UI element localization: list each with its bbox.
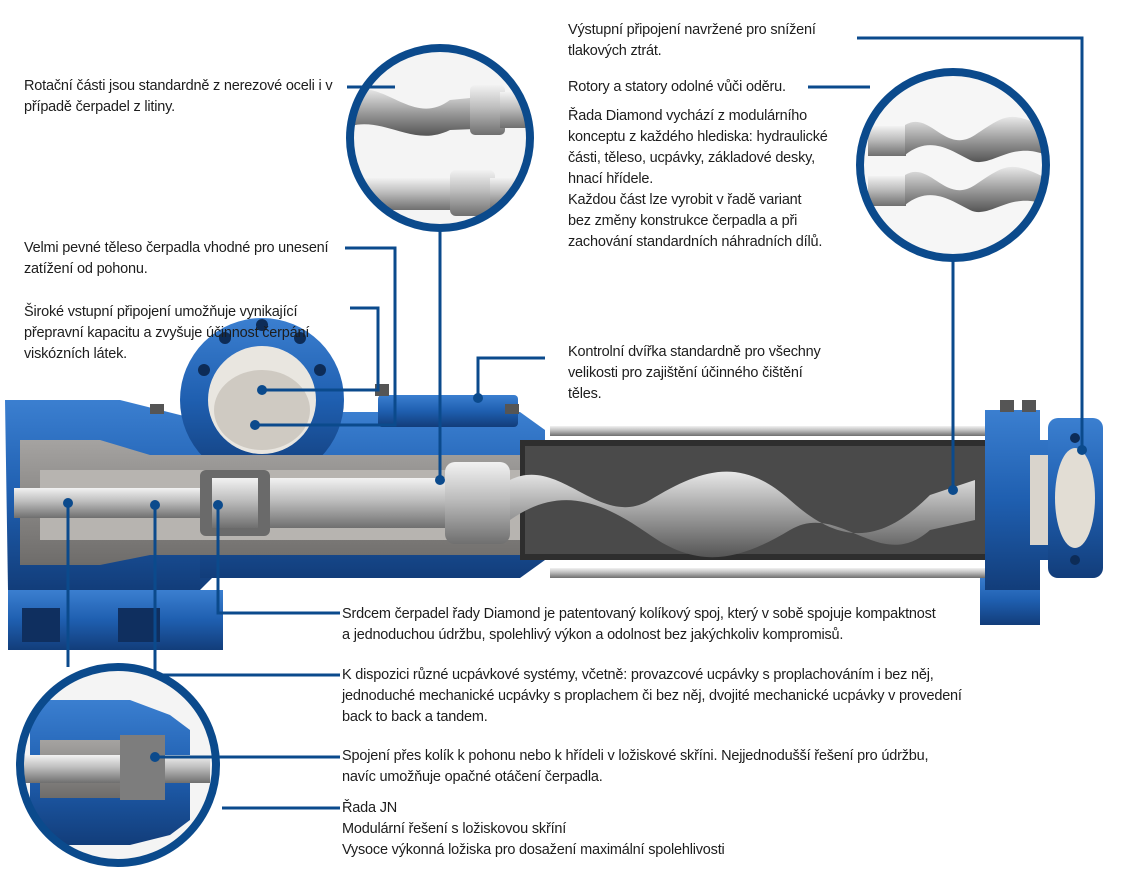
detail-circle-rotors bbox=[856, 68, 1050, 262]
pump-body bbox=[5, 318, 1103, 650]
callout-line: Řada JN bbox=[342, 800, 398, 816]
callout-wide-inlet: Široké vstupní připojení umožňuje vynika… bbox=[24, 302, 309, 365]
callout-line: těles. bbox=[568, 386, 602, 402]
callout-line: Srdcem čerpadel řady Diamond je patentov… bbox=[342, 606, 936, 622]
callout-line: případě čerpadel z litiny. bbox=[24, 99, 175, 115]
callout-line: Řada Diamond vychází z modulárního bbox=[568, 108, 808, 124]
callout-line: K dispozici různé ucpávkové systémy, vče… bbox=[342, 667, 934, 683]
callout-pump-body: Velmi pevné těleso čerpadla vhodné pro u… bbox=[24, 238, 329, 280]
callout-line: velikosti pro zajištění účinného čištění bbox=[568, 365, 803, 381]
callout-line: bez změny konstrukce čerpadla a při bbox=[568, 213, 798, 229]
callout-seal-systems: K dispozici různé ucpávkové systémy, vče… bbox=[342, 665, 962, 728]
callout-line: Každou část lze vyrobit v řadě variant bbox=[568, 192, 802, 208]
drive-shaft bbox=[14, 488, 214, 518]
leader-lines bbox=[66, 36, 1084, 810]
callout-outlet: Výstupní připojení navržené pro snížení … bbox=[568, 20, 816, 62]
callout-line: Velmi pevné těleso čerpadla vhodné pro u… bbox=[24, 240, 329, 256]
rotor bbox=[510, 471, 975, 558]
detail-circle-rotating-parts bbox=[346, 44, 534, 232]
callout-line: zachování standardních náhradních dílů. bbox=[568, 234, 823, 250]
callout-line: Modulární řešení s ložiskovou skříní bbox=[342, 821, 567, 837]
callout-line: Rotory a statory odolné vůči oděru. bbox=[568, 79, 786, 95]
callout-line: Spojení přes kolík k pohonu nebo k hříde… bbox=[342, 748, 929, 764]
callout-diamond-modular: Řada Diamond vychází z modulárního konce… bbox=[568, 106, 828, 253]
callout-line: Široké vstupní připojení umožňuje vynika… bbox=[24, 304, 298, 320]
callout-line: tlakových ztrát. bbox=[568, 43, 662, 59]
callout-line: a jednoduchou údržbu, spolehlivý výkon a… bbox=[342, 627, 844, 643]
callout-drive-connection: Spojení přes kolík k pohonu nebo k hříde… bbox=[342, 746, 929, 788]
callout-line: navíc umožňuje opačné otáčení čerpadla. bbox=[342, 769, 603, 785]
callout-rotating-parts: Rotační části jsou standardně z nerezové… bbox=[24, 76, 333, 118]
rotor-coupling bbox=[445, 462, 510, 544]
callout-line: Vysoce výkonná ložiska pro dosažení maxi… bbox=[342, 842, 725, 858]
callout-line: hnací hřídele. bbox=[568, 171, 654, 187]
callout-line: konceptu z každého hlediska: hydraulické bbox=[568, 129, 828, 145]
callout-line: jednoduché mechanické ucpávky s proplach… bbox=[342, 688, 962, 704]
callout-line: viskózních látek. bbox=[24, 346, 127, 362]
callout-rotors-stators: Rotory a statory odolné vůči oděru. bbox=[568, 77, 786, 98]
connecting-rod bbox=[260, 478, 450, 528]
callout-line: back to back a tandem. bbox=[342, 709, 488, 725]
callout-pin-joint: Srdcem čerpadel řady Diamond je patentov… bbox=[342, 604, 936, 646]
callout-line: Rotační části jsou standardně z nerezové… bbox=[24, 78, 333, 94]
callout-line: Kontrolní dvířka standardně pro všechny bbox=[568, 344, 821, 360]
callout-line: části, těleso, ucpávky, základové desky, bbox=[568, 150, 815, 166]
callout-line: zatížení od pohonu. bbox=[24, 261, 148, 277]
callout-line: přepravní kapacitu a zvyšuje účinnost če… bbox=[24, 325, 310, 341]
detail-circle-bearing bbox=[16, 663, 220, 867]
callout-jn-series: Řada JN Modulární řešení s ložiskovou sk… bbox=[342, 798, 725, 861]
callout-line: Výstupní připojení navržené pro snížení bbox=[568, 22, 816, 38]
inspection-door bbox=[378, 395, 518, 427]
callout-inspection-door: Kontrolní dvířka standardně pro všechny … bbox=[568, 342, 821, 405]
